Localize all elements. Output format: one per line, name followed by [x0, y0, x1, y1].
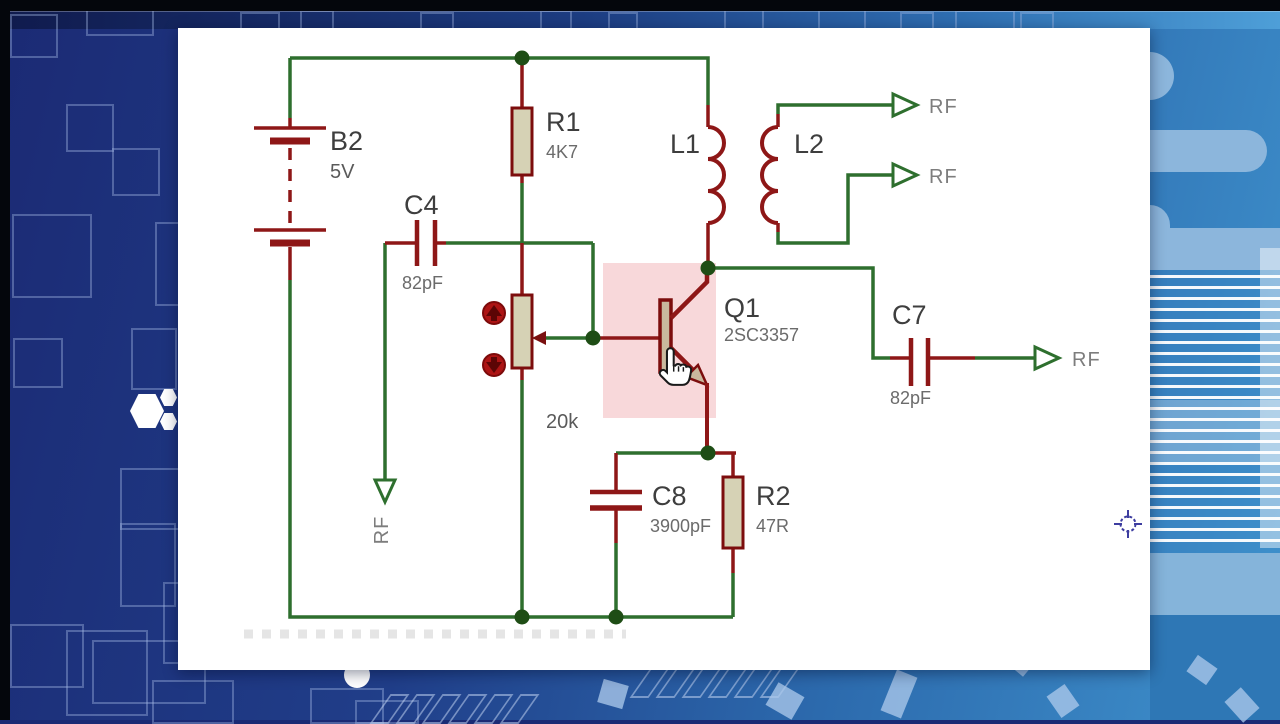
inductor-l1[interactable]	[707, 125, 726, 225]
rf-label-top: RF	[929, 96, 958, 118]
potentiometer-20k[interactable]	[510, 293, 546, 370]
l2-label: L2	[794, 129, 824, 159]
rf-terminal-icon-input[interactable]	[372, 478, 398, 506]
rf-terminal-icon-mid[interactable]	[891, 161, 921, 189]
pot-value: 20k	[546, 411, 579, 433]
r1-label: R1	[546, 107, 581, 137]
c8-value: 3900pF	[650, 516, 711, 536]
component-leads	[288, 58, 975, 573]
r1-value: 4K7	[546, 142, 578, 162]
l1-label: L1	[670, 129, 700, 159]
stripe-pattern	[1150, 275, 1280, 548]
rf-label-mid: RF	[929, 166, 958, 188]
q1-value: 2SC3357	[724, 325, 799, 345]
resistor-r1[interactable]	[510, 106, 534, 177]
battery-b2[interactable]	[254, 126, 326, 247]
up-arrow-icon	[486, 305, 502, 321]
pot-increase-button[interactable]	[482, 301, 506, 325]
c4-label: C4	[404, 190, 439, 220]
schematic[interactable]: B2 5V R1 4K7 C4 82pF 20k Q1 2SC3357 L1 L…	[178, 28, 1150, 670]
down-arrow-icon	[486, 357, 502, 373]
capacitor-c8[interactable]	[590, 489, 642, 511]
c7-value: 82pF	[890, 388, 931, 408]
top-gradient-band	[10, 11, 1280, 29]
rf-terminal-icon-top[interactable]	[891, 91, 921, 119]
pot-decrease-button[interactable]	[482, 353, 506, 377]
b2-label: B2	[330, 126, 363, 156]
q1-label: Q1	[724, 293, 760, 323]
crosshair-icon	[1114, 510, 1142, 538]
rf-label-input: RF	[371, 516, 393, 545]
b2-value: 5V	[330, 161, 355, 183]
c7-label: C7	[892, 300, 927, 330]
left-black-bar	[0, 0, 10, 720]
rf-terminal-icon-right[interactable]	[1033, 344, 1063, 372]
capacitor-c4[interactable]	[414, 220, 438, 266]
wires	[288, 56, 1035, 619]
rf-label-right: RF	[1072, 349, 1101, 371]
c4-value: 82pF	[402, 273, 443, 293]
hexagon-decoration	[130, 394, 164, 428]
schematic-canvas[interactable]: B2 5V R1 4K7 C4 82pF 20k Q1 2SC3357 L1 L…	[178, 28, 1150, 670]
inductor-l2[interactable]	[760, 125, 779, 225]
resistor-r2[interactable]	[721, 475, 745, 550]
wiper-arrow-icon	[532, 331, 546, 345]
r2-value: 47R	[756, 516, 789, 536]
capacitor-c7[interactable]	[908, 338, 931, 386]
c8-label: C8	[652, 481, 687, 511]
top-black-bar	[0, 0, 1280, 11]
r2-label: R2	[756, 481, 791, 511]
junction-dots	[514, 50, 716, 625]
